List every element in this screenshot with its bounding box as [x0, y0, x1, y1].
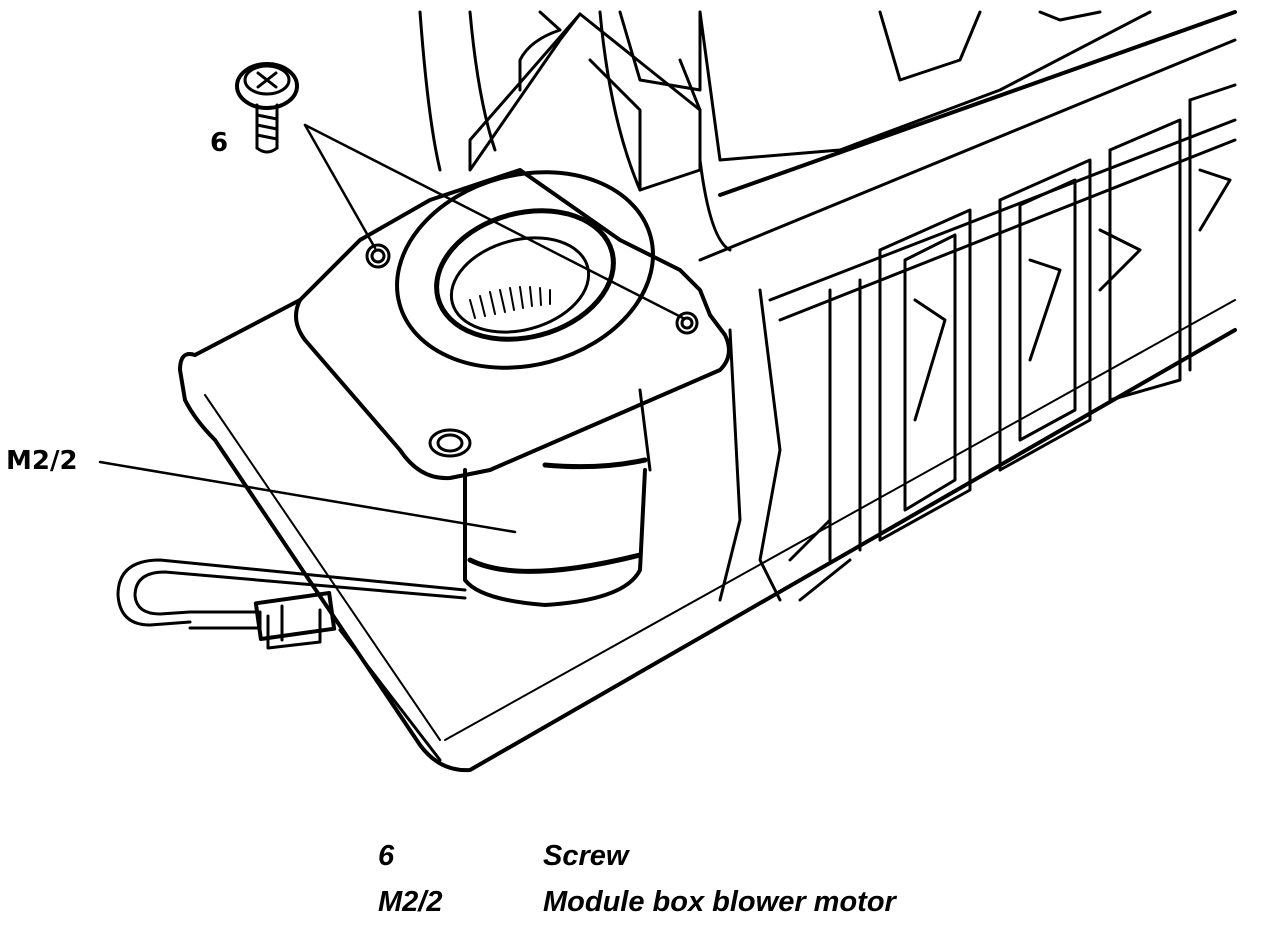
screw-icon [235, 62, 299, 154]
motor-body [463, 388, 652, 607]
leader-lines [98, 123, 685, 534]
legend-key: 6 [378, 840, 395, 872]
motor-mounting-flange [294, 168, 731, 481]
callout-screw: 6 [210, 128, 229, 158]
module-box-housing [178, 298, 1237, 773]
motor-intake-ring [395, 170, 655, 370]
legend-description: Screw [543, 840, 629, 872]
motor-electrical-lead [116, 558, 467, 650]
screw-leader-left [303, 123, 377, 250]
outlet-louvres [718, 83, 1237, 602]
blower-housing [418, 10, 1237, 262]
motor-leader [98, 460, 517, 534]
legend-description: Module box blower motor [543, 886, 896, 918]
screw-leader-right [303, 123, 685, 320]
callout-blower-motor: M2/2 [6, 446, 78, 476]
legend-key: M2/2 [378, 886, 443, 918]
